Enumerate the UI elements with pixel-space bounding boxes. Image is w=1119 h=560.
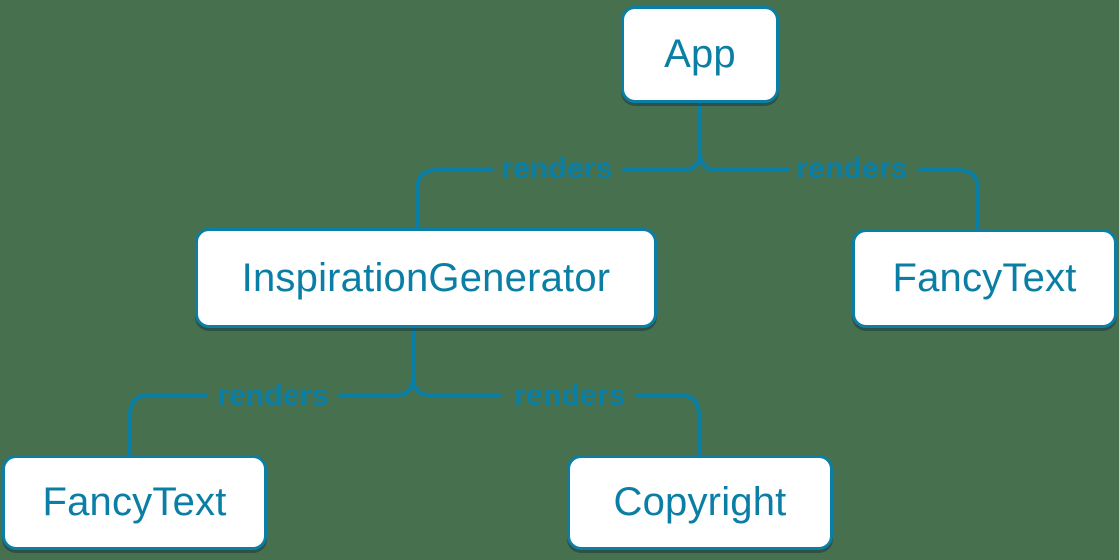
- edge-inspiration-left-shoulder: [394, 375, 415, 397]
- edge-app-right-shoulder: [698, 150, 719, 172]
- edge-inspiration-to-copyright-outer: [635, 393, 701, 457]
- edge-app-left-shoulder: [681, 150, 702, 172]
- node-copyright: Copyright: [567, 455, 833, 550]
- node-inspiration-generator-label: InspirationGenerator: [241, 255, 611, 300]
- edge-label-app-inspiration: renders: [501, 152, 613, 185]
- node-fancy-text-right-label: FancyText: [892, 256, 1077, 300]
- node-fancy-text-left-label: FancyText: [42, 480, 227, 524]
- node-copyright-label: Copyright: [613, 480, 787, 524]
- node-fancy-text-left: FancyText: [2, 455, 267, 550]
- node-app: App: [621, 6, 779, 103]
- node-inspiration-generator: InspirationGenerator: [195, 228, 657, 328]
- edge-app-to-fancytext-outer: [918, 168, 980, 231]
- edge-label-inspiration-copyright: renders: [514, 379, 626, 412]
- edge-app-to-inspiration-outer: [415, 168, 494, 230]
- edge-inspiration-right-shoulder: [411, 375, 432, 397]
- edge-inspiration-to-fancytext-outer: [128, 393, 208, 457]
- edge-label-app-fancytext: renders: [796, 152, 908, 185]
- node-app-label: App: [664, 32, 736, 76]
- edge-label-inspiration-fancytext: renders: [217, 379, 329, 412]
- node-fancy-text-right: FancyText: [852, 229, 1117, 328]
